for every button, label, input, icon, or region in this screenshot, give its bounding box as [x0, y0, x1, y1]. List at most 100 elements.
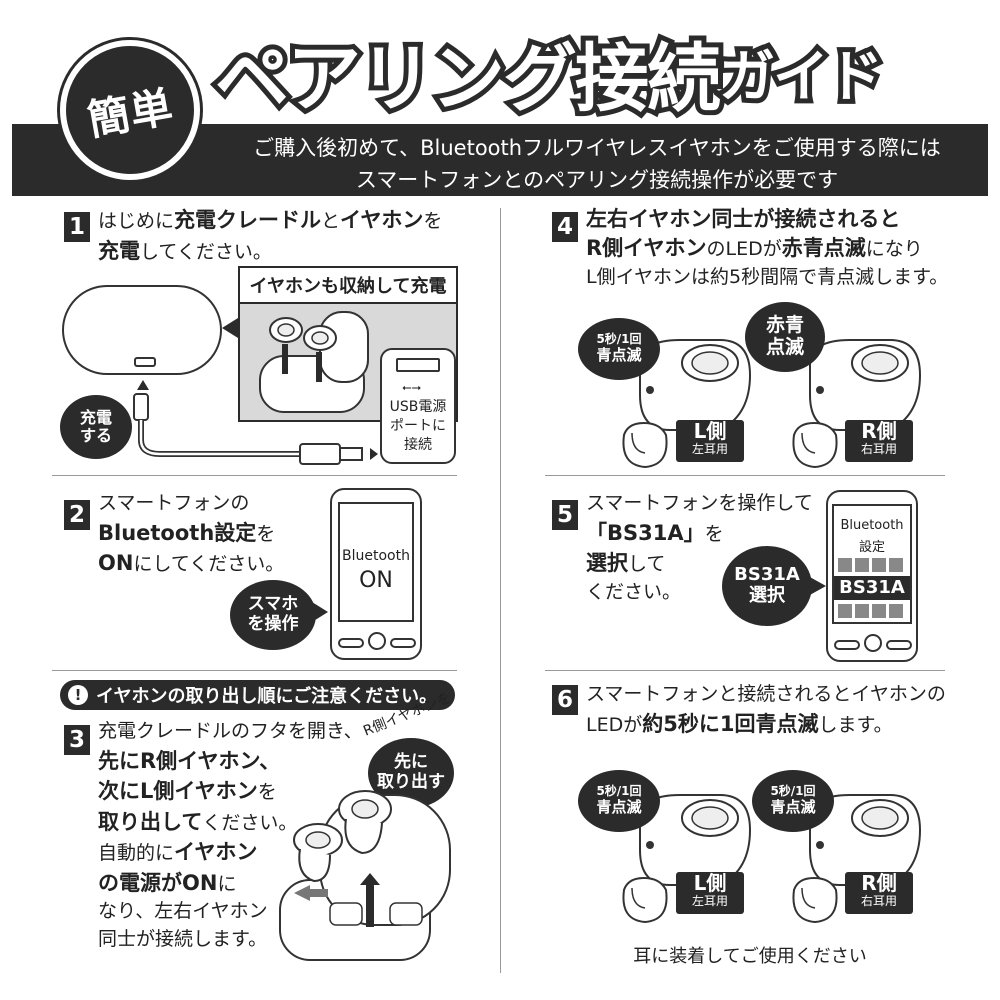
caution-text: イヤホンの取り出し順にご注意ください。 [96, 686, 438, 707]
phone-home-button [864, 634, 882, 652]
open-case-take-out-illustration [279, 790, 451, 961]
page-title-tail: ガイド [714, 40, 888, 115]
operate-phone-blob: スマホ を操作 [230, 580, 316, 650]
operate-phone-line2: を操作 [247, 614, 299, 634]
step4-text: 左右イヤホン同士が接続されると R側イヤホンのLEDが赤青点滅になり L側イヤホ… [586, 205, 986, 290]
take-out-first-line2: 取り出す [377, 772, 445, 792]
blob-pointer [312, 602, 328, 622]
step6-left-blob: 5秒/1回 青点滅 [578, 770, 660, 832]
step3-l1: 充電クレードルのフタを開き、 [98, 720, 363, 742]
step5-t3: して [628, 553, 666, 576]
step4-right-blob-1: 赤青 [765, 314, 804, 337]
callout-open-case: イヤホンも収納して充電 [238, 266, 458, 422]
callout-title: イヤホンも収納して充電 [240, 268, 456, 304]
step6-b1: 約5秒に1回青点滅 [642, 711, 819, 736]
step3-l8: 同士が接続します。 [98, 927, 268, 950]
right-earbud-icon [792, 794, 922, 924]
step4-t1: のLEDが [706, 238, 782, 261]
usb-power-port: ⭠⭢ USB電源 ポートに 接続 [380, 348, 456, 464]
usb-port-label-1: USB電源 [389, 399, 447, 415]
usb-port-label-3: 接続 [404, 437, 432, 453]
divider-4-5 [545, 475, 945, 476]
step1-t1: はじめに [98, 210, 175, 232]
step3-l3a: 次にL側イヤホン [98, 779, 258, 804]
step6-right-label-1: R側 [861, 871, 897, 895]
step3-l5b: イヤホン [174, 840, 258, 865]
step1-number: 1 [64, 212, 90, 242]
charge-blob: 充電 する [60, 395, 132, 459]
step6-right-label: R側 右耳用 [845, 872, 913, 914]
step4-right-blob-2: 点滅 [765, 336, 804, 358]
step4-left-blob-1: 5秒/1回 [596, 332, 642, 347]
divider-5-6 [545, 670, 945, 671]
closed-charging-case [62, 285, 222, 375]
step1-t3: を [423, 210, 443, 232]
step4-left-blob: 5秒/1回 青点滅 [578, 318, 660, 380]
step6-left-label: L側 左耳用 [676, 872, 744, 914]
operate-phone-line1: スマホ [247, 594, 299, 615]
left-earbud-icon [622, 339, 752, 469]
divider-2-3 [52, 670, 457, 671]
step5-b2: 選択 [586, 551, 628, 576]
step1-t4: してください。 [140, 240, 272, 263]
phone-list-item-bs31a[interactable]: BS31A [834, 576, 910, 600]
step4-t3: L側イヤホンは約5秒間隔で青点滅します。 [586, 265, 949, 288]
step6-t2: LEDが [586, 713, 643, 736]
step3-l6b: に [217, 872, 237, 895]
banner-line-2: スマートフォンとのペアリング接続操作が必要です [355, 168, 839, 192]
step1-b1: 充電クレードル [174, 208, 322, 232]
step6-right-blob: 5秒/1回 青点滅 [752, 770, 834, 832]
usb-port-label: USB電源 ポートに 接続 [382, 398, 454, 455]
step4-left-blob-2: 青点滅 [596, 346, 642, 365]
step2-text: スマートフォンの Bluetooth設定を ONにしてください。 [98, 490, 338, 579]
step3-l6: の電源がON [98, 870, 218, 895]
phone-bluetooth-label: Bluetooth [342, 548, 410, 564]
step4-right-blob: 赤青 点滅 [745, 302, 825, 372]
phone-home-button [368, 632, 386, 650]
step4-right-label-1: R側 [861, 419, 897, 443]
step4-left-label-1: L側 [693, 419, 727, 443]
step5-b1: 「BS31A」 [586, 520, 705, 545]
step5-t4: ください。 [586, 580, 682, 603]
usb-a-socket [396, 358, 440, 372]
phone-list-row-placeholder [838, 604, 906, 618]
step6-t3: します。 [818, 713, 893, 736]
phone-on-label: ON [359, 568, 393, 593]
phone-bluetooth-on: Bluetooth ON [330, 488, 422, 660]
take-out-first-line1: 先に [394, 752, 428, 773]
banner-line-1: ご購入後初めて、Bluetoothフルワイヤレスイヤホンをご使用する際には [253, 136, 941, 160]
callout-pointer [222, 318, 238, 338]
step4-b3: 赤青点滅 [781, 236, 866, 261]
phone-settings-title: Bluetooth [840, 518, 904, 533]
easy-badge: 簡単 [60, 40, 200, 180]
step2-b1: Bluetooth設定 [98, 520, 257, 545]
phone-list-row-placeholder [838, 558, 906, 572]
usb-c-port [134, 357, 156, 367]
step6-right-label-2: 右耳用 [860, 894, 897, 908]
open-case-with-earbuds-icon [259, 311, 369, 413]
step5-t2: を [704, 522, 724, 545]
divider-1-2 [52, 475, 457, 476]
step4-right-label-2: 右耳用 [860, 442, 897, 456]
charge-blob-line1: 充電 [79, 407, 112, 427]
step2-b2: ON [98, 551, 134, 576]
step4-t2: になり [865, 238, 923, 261]
step3-l4a: 取り出して [98, 809, 203, 834]
step1-text: はじめに充電クレードルとイヤホンを 充電してください。 [98, 205, 478, 266]
step6-left-blob-1: 5秒/1回 [596, 784, 642, 799]
select-blob-line2: 選択 [749, 585, 785, 606]
step2-t3: にしてください。 [133, 553, 285, 576]
step6-left-blob-2: 青点滅 [596, 798, 642, 817]
blob-pointer [808, 576, 826, 596]
step6-left-label-2: 左耳用 [691, 894, 728, 908]
phone-menu-key [886, 640, 912, 650]
usb-symbol-icon: ⭠⭢ [402, 380, 422, 394]
column-divider [500, 208, 501, 973]
phone-back-key [338, 638, 364, 648]
phone-select-bs31a: Bluetooth 設定 BS31A [826, 490, 918, 662]
phone-screen-settings: Bluetooth 設定 BS31A [832, 504, 912, 624]
arrow-up-icon [137, 380, 149, 390]
select-bs31a-blob: BS31A 選択 [722, 546, 812, 626]
step5-text: スマートフォンを操作して 「BS31A」を 選択して ください。 [586, 490, 826, 606]
step2-t2: を [256, 522, 276, 545]
